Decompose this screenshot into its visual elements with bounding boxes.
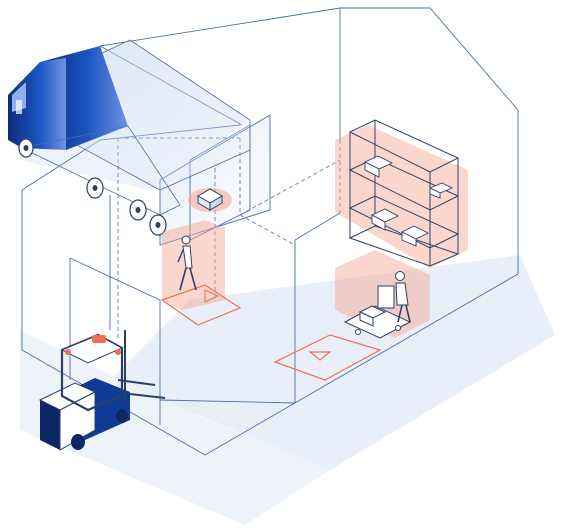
worker-walking-icon <box>177 235 197 291</box>
worker-pallet-jack-icon <box>343 271 412 339</box>
parcel-box-icon <box>188 188 232 212</box>
worker-zone-left <box>160 220 242 326</box>
storage-shelf-icon <box>335 119 468 268</box>
delivery-truck-icon <box>8 39 251 236</box>
direction-arrow-icon <box>308 351 332 361</box>
forklift-icon <box>38 330 166 451</box>
